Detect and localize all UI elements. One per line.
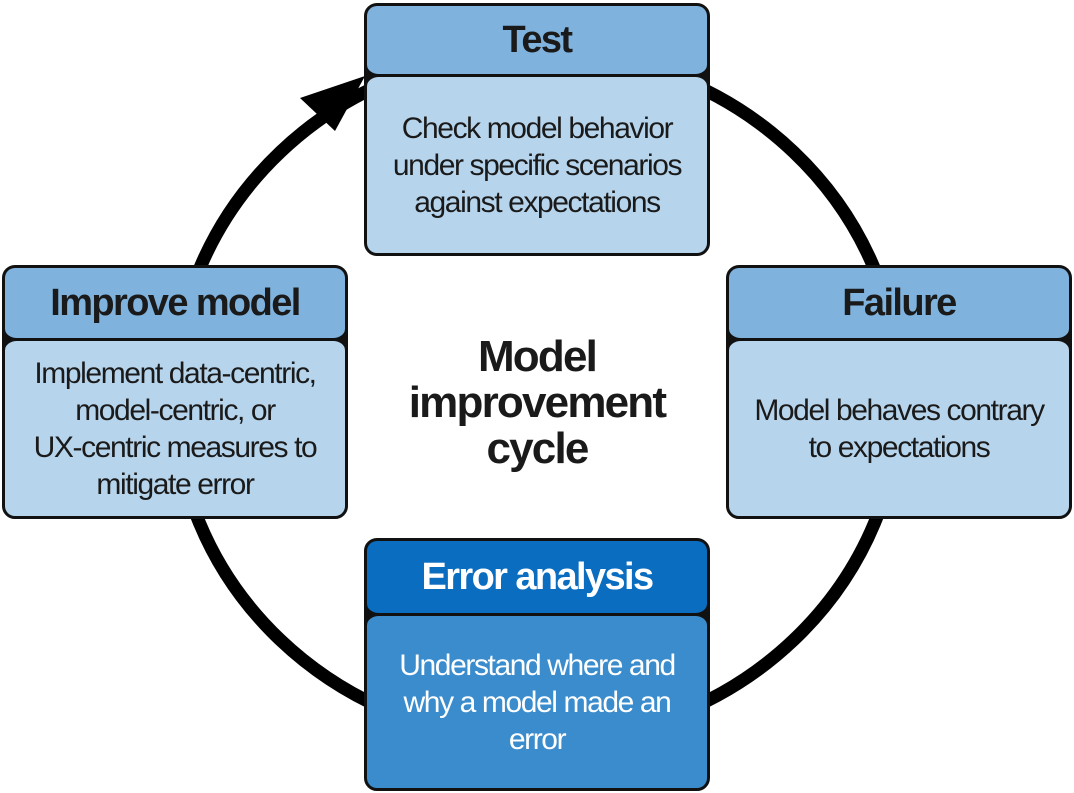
- description-line: UX-centric measures to: [33, 430, 318, 464]
- stage-title-failure: Failure: [729, 268, 1069, 341]
- stage-description-test: Check model behavior under specific scen…: [367, 74, 707, 253]
- center-title: Model improvement cycle: [387, 334, 687, 472]
- stage-description-failure: Model behaves contrary to expectations: [729, 338, 1069, 516]
- stage-card-error-analysis: Error analysis Understand where and why …: [364, 538, 710, 791]
- description-line: under specific scenarios: [392, 148, 683, 182]
- center-title-line: improvement: [408, 378, 667, 427]
- description-line: against expectations: [414, 185, 661, 219]
- description-line: Understand where and: [399, 648, 676, 682]
- description-line: why a model made an: [403, 685, 672, 719]
- stage-description-error-analysis: Understand where and why a model made an…: [367, 613, 707, 788]
- description-line: Model behaves contrary: [754, 393, 1045, 427]
- stage-title-improve-model: Improve model: [5, 268, 345, 341]
- stage-card-failure: Failure Model behaves contrary to expect…: [726, 265, 1072, 519]
- stage-title-error-analysis: Error analysis: [367, 541, 707, 616]
- center-title-line: Model: [477, 332, 598, 381]
- stage-title-test: Test: [367, 6, 707, 77]
- center-title-line: cycle: [486, 424, 589, 473]
- description-line: Implement data-centric,: [34, 356, 317, 390]
- stage-description-improve-model: Implement data-centric, model-centric, o…: [5, 338, 345, 516]
- cycle-arrowhead-icon: [300, 76, 365, 131]
- description-line: mitigate error: [96, 467, 255, 501]
- stage-card-test: Test Check model behavior under specific…: [364, 3, 710, 256]
- description-line: Check model behavior: [401, 111, 674, 145]
- description-line: to expectations: [808, 430, 991, 464]
- description-line: error: [508, 722, 567, 756]
- stage-card-improve-model: Improve model Implement data-centric, mo…: [2, 265, 348, 519]
- description-line: model-centric, or: [75, 393, 276, 427]
